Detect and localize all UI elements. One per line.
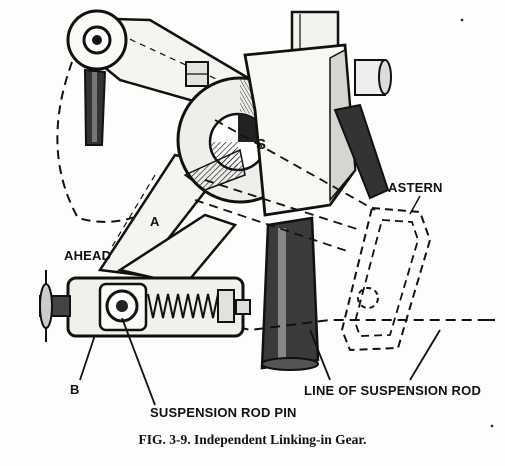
label-suspension-rod-pin: SUSPENSION ROD PIN — [150, 405, 297, 420]
label-ahead: AHEAD — [64, 248, 112, 263]
swing-arc-dashed — [56, 61, 161, 223]
hatched-sector — [183, 148, 246, 191]
figure-caption: FIG. 3-9. Independent Linking-in Gear. — [138, 432, 367, 447]
label-b: B — [70, 382, 80, 397]
leader-line-of-suspension-rod-2 — [409, 329, 441, 381]
lower-shaft — [260, 216, 320, 370]
leader-astern — [409, 195, 421, 215]
label-astern: ASTERN — [388, 180, 443, 195]
leader-suspension-rod-pin — [121, 317, 156, 406]
leader-b — [79, 334, 96, 381]
label-line-of-suspension-rod: LINE OF SUSPENSION ROD — [304, 383, 482, 398]
main-block — [243, 43, 357, 217]
label-a: A — [150, 214, 160, 229]
leader-line-of-suspension-rod — [309, 329, 331, 381]
suspension-rod-line-dashed — [129, 299, 490, 332]
astern-link-dashed — [340, 206, 432, 352]
label-s: S — [256, 136, 267, 153]
spring-coils — [147, 293, 219, 319]
right-side-lever — [333, 103, 390, 200]
